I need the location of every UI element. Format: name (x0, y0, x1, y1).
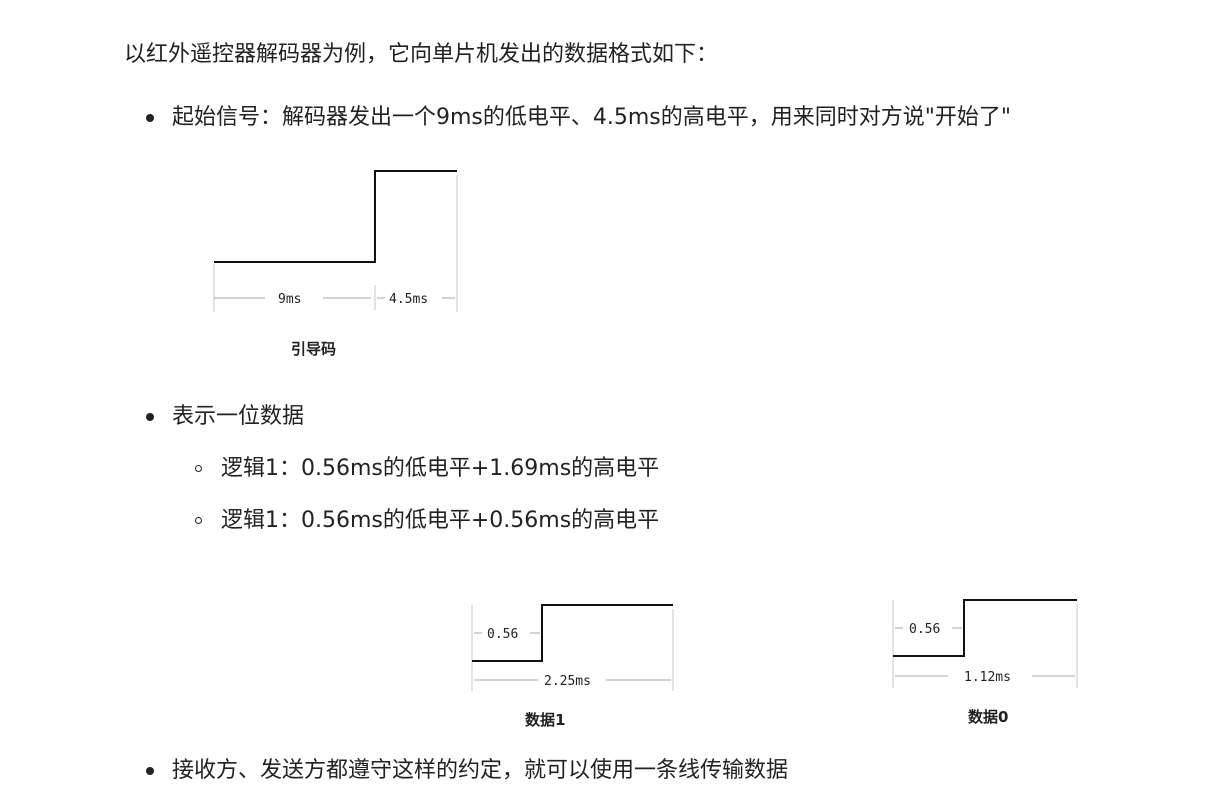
data1-signal-line (472, 604, 673, 662)
bullet-dot (146, 114, 154, 122)
bullet-dot (146, 767, 154, 775)
data0-total-label: 1.12ms (964, 670, 1011, 685)
data0-waveform: 0.56 1.12ms (892, 599, 1078, 688)
sub-bullet-ring (195, 465, 202, 472)
agreement-text: 接收方、发送方都遵守这样的约定，就可以使用一条线传输数据 (172, 758, 789, 783)
lead-code-waveform: 9ms 4.5ms (213, 170, 458, 312)
logic-b-text: 逻辑1：0.56ms的低电平+0.56ms的高电平 (221, 508, 660, 533)
data1-low-label: 0.56 (487, 627, 518, 642)
lead-low-label: 9ms (278, 292, 301, 307)
data0-signal-line (893, 599, 1077, 657)
sub-bullet-ring (195, 517, 202, 524)
intro-text: 以红外遥控器解码器为例，它向单片机发出的数据格式如下： (124, 42, 719, 67)
lead-high-label: 4.5ms (389, 292, 428, 307)
data0-low-label: 0.56 (909, 622, 940, 637)
lead-signal-line (214, 170, 457, 263)
start-signal-text: 起始信号：解码器发出一个9ms的低电平、4.5ms的高电平，用来同时对方说"开始… (172, 105, 1012, 130)
bullet-dot (146, 413, 154, 421)
lead-caption: 引导码 (291, 340, 337, 358)
data1-waveform: 0.56 2.25ms (471, 604, 674, 691)
logic-a-text: 逻辑1：0.56ms的低电平+1.69ms的高电平 (221, 456, 660, 481)
data1-caption: 数据1 (525, 711, 566, 729)
data1-total-label: 2.25ms (544, 674, 591, 689)
data0-caption: 数据0 (968, 708, 1009, 726)
one-bit-text: 表示一位数据 (172, 404, 305, 429)
